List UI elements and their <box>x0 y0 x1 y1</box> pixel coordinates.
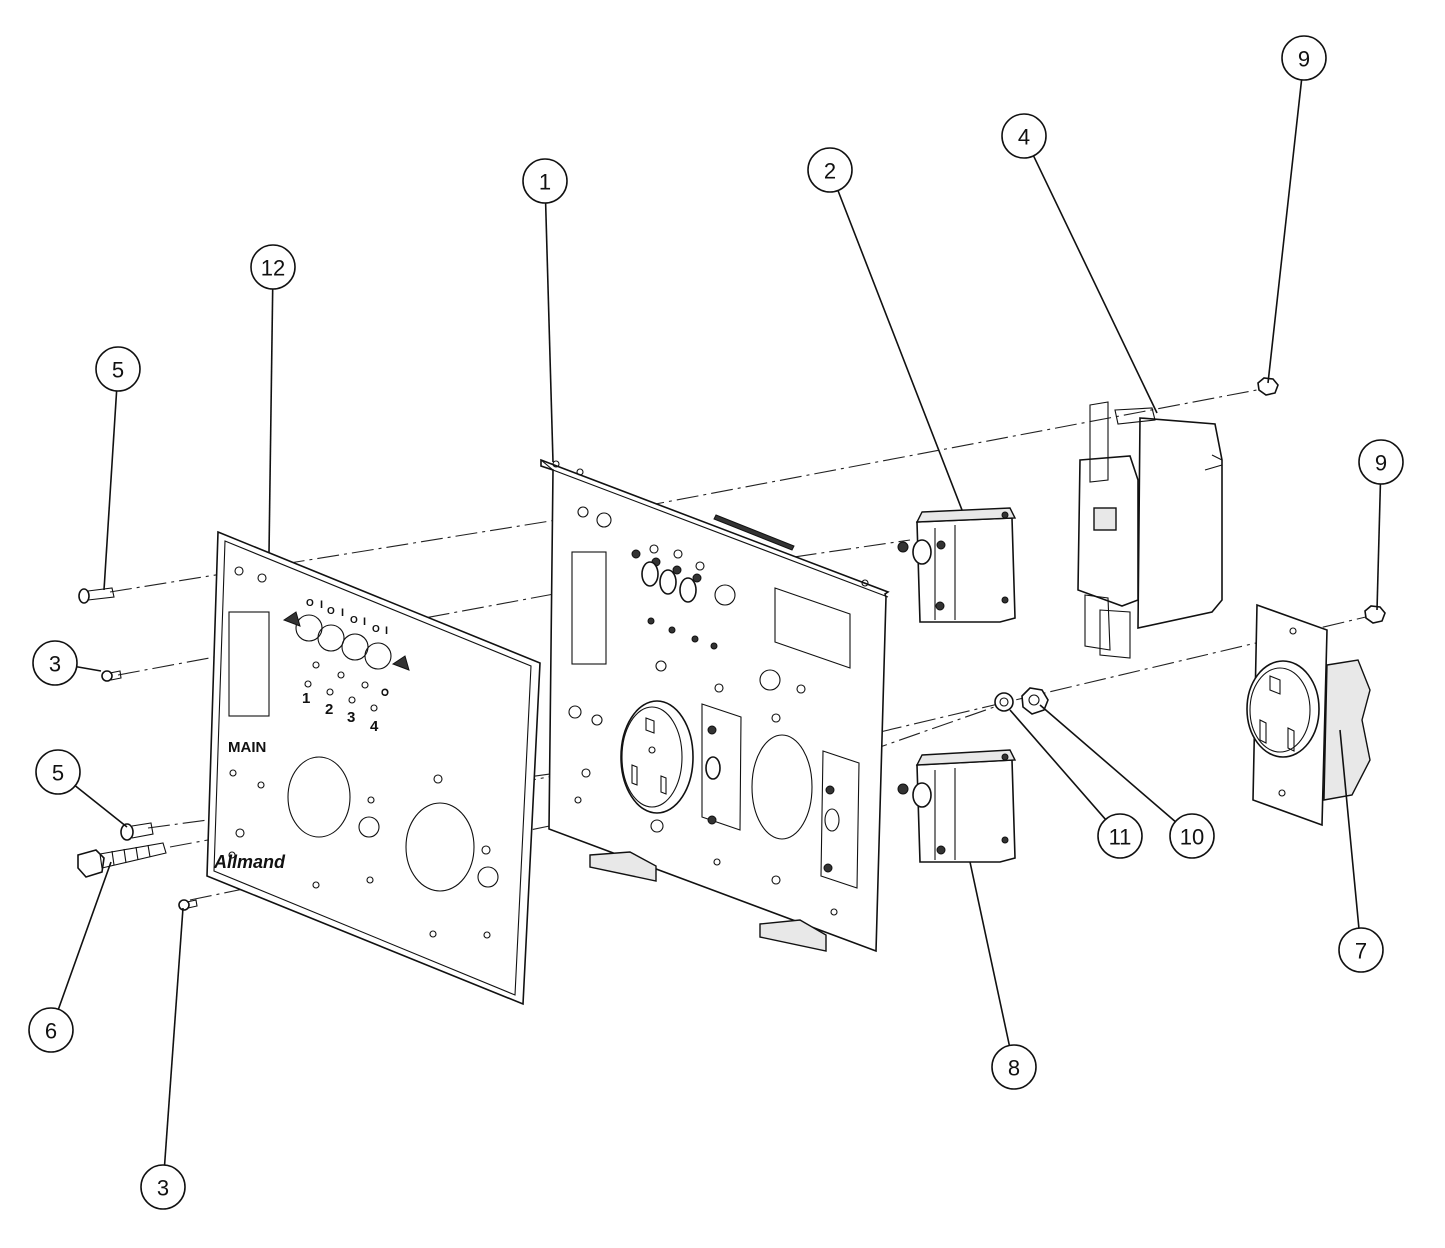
off-mark-5: O <box>381 688 389 699</box>
callout-leader-11 <box>1009 709 1107 820</box>
callout-number: 4 <box>1018 125 1030 150</box>
callout-bubble <box>35 749 81 795</box>
callout-bubble <box>95 346 141 392</box>
callout-leader-10 <box>1039 704 1176 823</box>
panel-receptacle <box>620 700 694 814</box>
callout-bubble <box>1001 113 1047 159</box>
callout-5b: 5 <box>35 749 81 795</box>
nut-9-lower <box>1364 605 1386 624</box>
callout-bubble <box>1097 813 1143 859</box>
callout-number: 5 <box>52 761 64 786</box>
off-mark-4: O <box>372 624 380 635</box>
callout-leader-5a <box>103 390 118 591</box>
callout-leader-5b <box>74 785 128 828</box>
on-mark-3: I <box>363 616 366 628</box>
hex-nut-10 <box>1021 687 1049 715</box>
wall-receptacle <box>1246 603 1371 827</box>
circuit-number-4: 4 <box>370 718 379 735</box>
screw-5-upper <box>78 587 115 604</box>
brand-logo: Allmand <box>213 852 286 872</box>
bolt-6 <box>77 842 167 878</box>
callout-leader-3b <box>163 907 184 1166</box>
callout-leader-9a <box>1267 79 1303 384</box>
callout-bubble <box>1169 813 1215 859</box>
callout-number: 3 <box>157 1176 169 1201</box>
callout-leader-2 <box>837 190 963 511</box>
callout-2: 2 <box>807 147 853 193</box>
circuit-number-1: 1 <box>302 690 310 707</box>
off-mark-1: O <box>306 598 314 609</box>
callout-number: 10 <box>1180 825 1204 850</box>
callout-number: 9 <box>1298 47 1310 72</box>
callout-leader-1 <box>544 202 554 463</box>
screw-5-lower <box>120 822 154 841</box>
callout-number: 5 <box>112 358 124 383</box>
callout-bubble <box>28 1007 74 1053</box>
main-breaker <box>1077 401 1223 659</box>
circuit-number-2: 2 <box>325 701 333 718</box>
upper-circuit-breaker <box>897 507 1017 623</box>
callout-bubble <box>250 244 296 290</box>
nut-9-upper <box>1257 377 1279 396</box>
callout-bubble <box>807 147 853 193</box>
callout-bubble <box>140 1164 186 1210</box>
callout-bubble <box>32 640 78 686</box>
callout-11: 11 <box>1097 813 1143 859</box>
callout-number: 12 <box>261 256 285 281</box>
off-mark-3: O <box>350 615 358 626</box>
callout-number: 1 <box>539 170 551 195</box>
screw-3-lower <box>178 899 190 911</box>
callout-number: 2 <box>824 159 836 184</box>
callout-9a: 9 <box>1281 35 1327 81</box>
callout-bubble <box>1358 439 1404 485</box>
callout-number: 3 <box>49 652 61 677</box>
callout-9b: 9 <box>1358 439 1404 485</box>
front-decal-panel: MAIN Allmand I I I I O O O O O 1 2 3 4 <box>206 530 541 1006</box>
callout-12: 12 <box>250 244 296 290</box>
callout-6: 6 <box>28 1007 74 1053</box>
callout-leader-3a <box>76 665 102 672</box>
callout-leader-6 <box>57 861 112 1010</box>
mounting-panel <box>540 458 890 953</box>
callout-bubble <box>1338 927 1384 973</box>
off-mark-2: O <box>327 606 335 617</box>
on-mark-1: I <box>320 599 323 611</box>
on-mark-4: I <box>385 625 388 637</box>
toggle-breakers <box>631 544 718 650</box>
lock-washer-11 <box>994 692 1014 712</box>
callout-leader-7 <box>1339 729 1360 929</box>
callout-leader-4 <box>1032 155 1158 414</box>
callout-10: 10 <box>1169 813 1215 859</box>
lower-circuit-breaker <box>897 749 1017 863</box>
callout-leader-9b <box>1376 483 1382 611</box>
main-label: MAIN <box>228 739 266 756</box>
callout-7: 7 <box>1338 927 1384 973</box>
callout-number: 6 <box>45 1019 57 1044</box>
callout-leader-12 <box>268 288 274 554</box>
main-breaker-window <box>228 611 270 717</box>
callout-8: 8 <box>991 1044 1037 1090</box>
callout-leader-8 <box>969 861 1011 1046</box>
screw-3-upper <box>101 670 113 682</box>
callout-bubble <box>522 158 568 204</box>
on-mark-2: I <box>341 607 344 619</box>
callout-bubble <box>991 1044 1037 1090</box>
callout-3b: 3 <box>140 1164 186 1210</box>
callout-4: 4 <box>1001 113 1047 159</box>
callout-number: 11 <box>1109 825 1132 850</box>
callout-number: 9 <box>1375 451 1387 476</box>
hardware <box>77 377 1386 911</box>
callout-bubble <box>1281 35 1327 81</box>
callout-1: 1 <box>522 158 568 204</box>
circuit-number-3: 3 <box>347 709 355 726</box>
callout-number: 7 <box>1355 939 1367 964</box>
callout-5a: 5 <box>95 346 141 392</box>
callout-3a: 3 <box>32 640 78 686</box>
callout-number: 8 <box>1008 1056 1020 1081</box>
